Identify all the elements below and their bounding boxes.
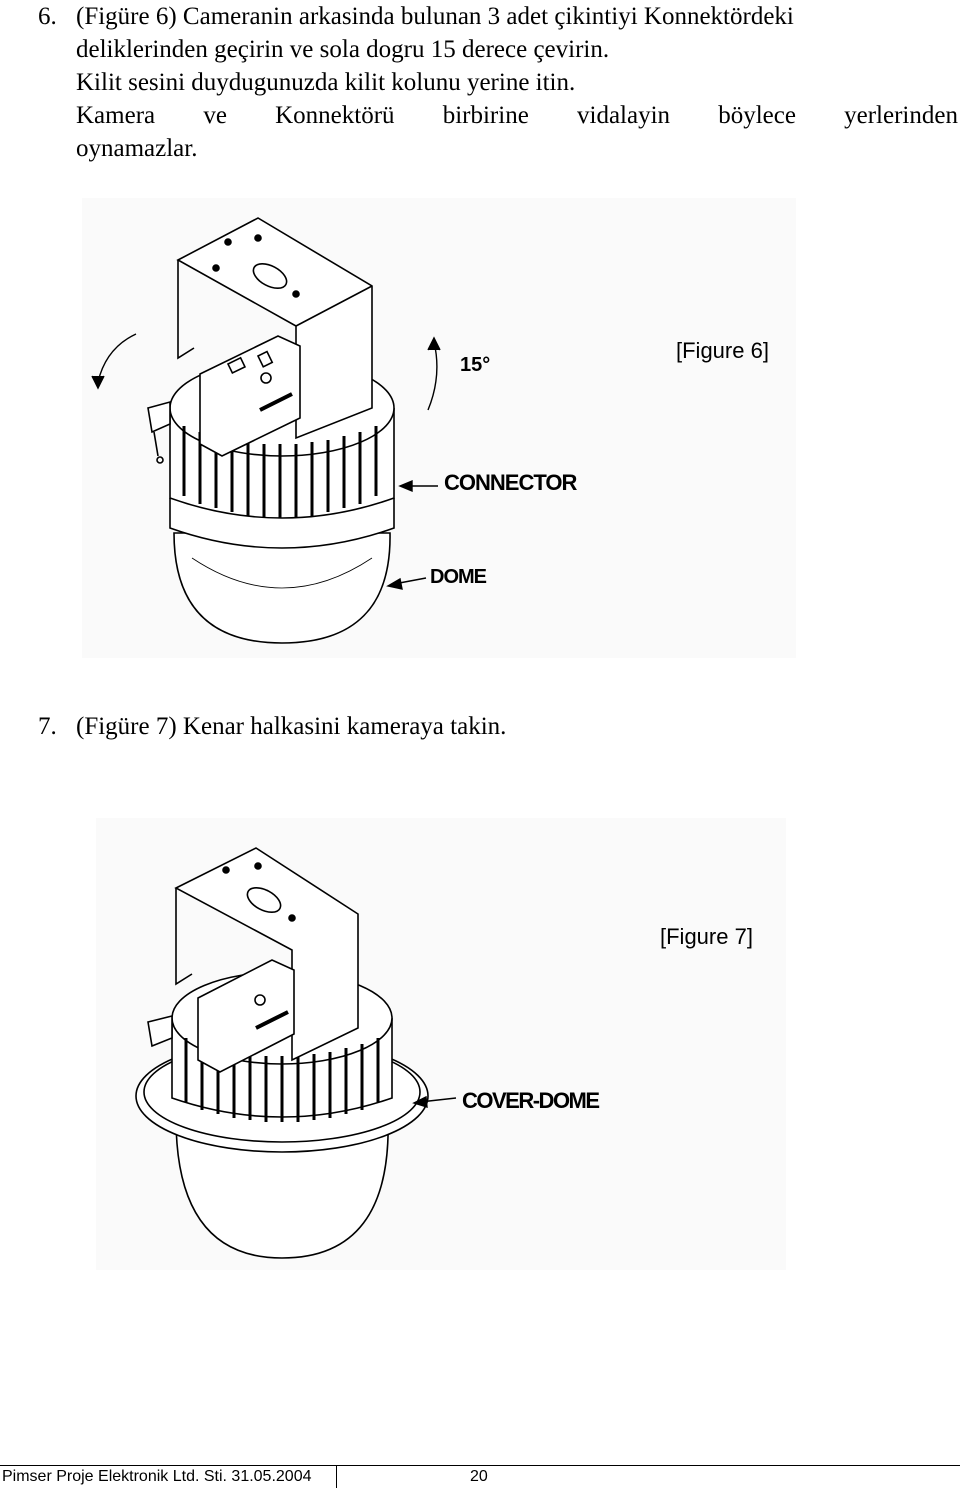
footer-divider xyxy=(336,1466,337,1488)
figure-7: [Figure 7] COVER-DOME xyxy=(96,818,786,1270)
dome-label: DOME xyxy=(430,566,487,588)
figure-6-caption: [Figure 6] xyxy=(676,338,769,363)
step-6-line-1: (Figüre 6) Cameranin arkasinda bulunan 3… xyxy=(76,3,794,30)
step-7-text: (Figüre 7) Kenar halkasini kameraya taki… xyxy=(76,713,507,740)
cover-dome-label: COVER-DOME xyxy=(462,1088,600,1113)
step-6-body: (Figüre 6) Cameranin arkasinda bulunan 3… xyxy=(76,0,958,165)
connector-arrow xyxy=(398,479,438,493)
word: vidalayin xyxy=(577,102,671,129)
figure-7-drawing xyxy=(96,818,786,1270)
word: ve xyxy=(203,102,227,129)
step-6: 6. (Figüre 6) Cameranin arkasinda buluna… xyxy=(38,0,960,170)
word: Kamera xyxy=(76,102,156,129)
rotation-arrow-right xyxy=(427,336,441,411)
angle-label: 15° xyxy=(460,354,491,376)
step-6-line-4: Kamera ve Konnektörü birbirine vidalayin… xyxy=(76,99,958,132)
figure-7-caption: [Figure 7] xyxy=(660,924,753,949)
page-footer: Pimser Proje Elektronik Ltd. Sti. 31.05.… xyxy=(0,1465,960,1488)
step-6-line-2: deliklerinden geçirin ve sola dogru 15 d… xyxy=(76,36,610,63)
step-6-line-5: oynamazlar. xyxy=(76,135,198,162)
word: yerlerinden xyxy=(844,102,958,129)
step-7: 7. (Figüre 7) Kenar halkasini kameraya t… xyxy=(38,710,960,744)
word: Konnektörü xyxy=(275,102,395,129)
page-number: 20 xyxy=(470,1468,488,1485)
word: böylece xyxy=(718,102,796,129)
rotation-arrow-left xyxy=(91,333,137,390)
step-6-number: 6. xyxy=(38,3,57,30)
dome-arrow xyxy=(386,577,427,590)
figure-6: [Figure 6] 15° CONNECTOR DOME xyxy=(82,198,796,658)
step-6-line-3: Kilit sesini duydugunuzda kilit kolunu y… xyxy=(76,69,576,96)
cover-dome-arrow xyxy=(412,1095,457,1108)
step-7-number: 7. xyxy=(38,713,57,740)
connector-label: CONNECTOR xyxy=(444,470,577,495)
footer-company: Pimser Proje Elektronik Ltd. Sti. 31.05.… xyxy=(2,1468,312,1485)
figure-6-drawing xyxy=(82,198,796,658)
word: birbirine xyxy=(442,102,529,129)
step-7-body: (Figüre 7) Kenar halkasini kameraya taki… xyxy=(76,710,506,743)
